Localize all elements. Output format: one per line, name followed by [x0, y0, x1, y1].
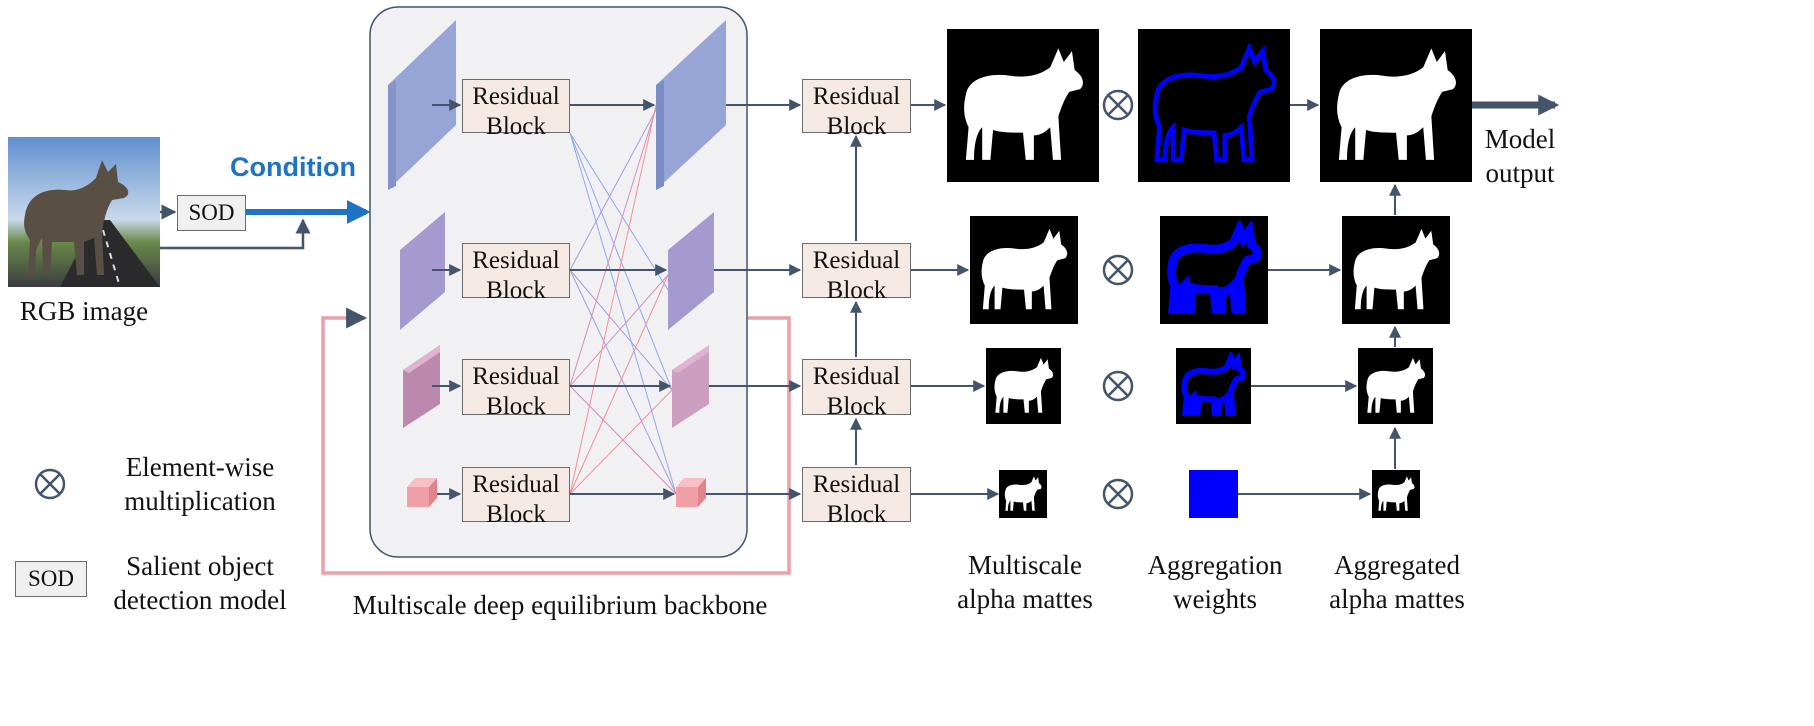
backbone-input-arrows: [432, 99, 462, 500]
caption-line-1: Aggregated: [1334, 550, 1460, 580]
aggregation-weight-scale-1: [1138, 29, 1290, 182]
feedback-loop: [321, 307, 791, 575]
block-line-2: Block: [826, 113, 887, 140]
backbone-residual-block-4: Residual Block: [462, 467, 570, 528]
rgb-image-caption: RGB image: [19, 296, 149, 326]
aggregated-matte-scale-2: [1342, 216, 1450, 324]
multiscale-mattes-caption: Multiscale alpha mattes: [940, 546, 1110, 618]
output-feature-map-scale-1: [656, 20, 726, 190]
legend-multiply-icon: [34, 468, 66, 500]
backbone-caption: Multiscale deep equilibrium backbone: [352, 590, 768, 620]
backbone-residual-block-1: Residual Block: [462, 79, 570, 140]
legend-line-2: detection model: [113, 585, 287, 615]
sod-box: SOD: [177, 195, 246, 231]
block-line-1: Residual: [472, 83, 560, 110]
decoder-residual-block-1: Residual Block: [802, 79, 911, 140]
legend-multiply-text: Element-wise multiplication: [100, 448, 300, 520]
block-line-2: Block: [826, 393, 887, 420]
block-line-2: Block: [486, 113, 546, 140]
alpha-matte-scale-1: [947, 29, 1099, 182]
rgb-image: [8, 137, 160, 288]
legend-line-2: multiplication: [124, 486, 276, 516]
image-to-backbone-arrow: [160, 218, 311, 250]
output-line-1: Model: [1484, 124, 1556, 154]
block-line-2: Block: [486, 277, 546, 304]
caption-line-2: weights: [1173, 584, 1257, 614]
weights-to-aggregated-arrows: [1238, 99, 1372, 500]
block-line-1: Residual: [472, 247, 560, 274]
legend-sod-text: Salient object detection model: [100, 547, 300, 619]
legend-line-1: Salient object: [126, 551, 274, 581]
block-line-1: Residual: [812, 83, 901, 110]
input-feature-map-scale-2: [400, 212, 445, 330]
output-feature-map-scale-2: [668, 212, 714, 330]
decoder-residual-block-3: Residual Block: [802, 359, 911, 420]
input-feature-map-scale-3: [403, 345, 440, 428]
output-line-2: output: [1485, 158, 1555, 188]
multiply-icon: [1102, 478, 1134, 510]
backbone-to-decoder-arrows: [706, 99, 802, 500]
block-line-1: Residual: [812, 247, 901, 274]
aggregation-weight-scale-4: [1189, 470, 1238, 518]
block-line-2: Block: [486, 501, 546, 528]
input-feature-map-scale-1: [388, 20, 456, 190]
aggregated-mattes-caption: Aggregated alpha mattes: [1312, 546, 1482, 618]
output-feature-map-scale-4: [676, 478, 706, 507]
block-line-1: Residual: [472, 471, 560, 498]
alpha-matte-scale-3: [986, 348, 1061, 424]
multiply-icon: [1102, 89, 1134, 121]
aggregated-matte-scale-3: [1358, 348, 1433, 424]
caption-line-2: alpha mattes: [1329, 584, 1465, 614]
block-line-1: Residual: [472, 363, 560, 390]
block-line-1: Residual: [812, 471, 901, 498]
aggregated-matte-scale-4: [1372, 470, 1420, 518]
multiscale-fusion-connections: [569, 104, 677, 495]
caption-line-2: alpha mattes: [957, 584, 1093, 614]
alpha-matte-scale-4: [999, 470, 1047, 518]
decoder-residual-block-2: Residual Block: [802, 243, 911, 304]
backbone-block-output-arrows: [570, 99, 676, 500]
backbone-residual-block-2: Residual Block: [462, 243, 570, 304]
caption-line-1: Aggregation: [1147, 550, 1283, 580]
block-line-2: Block: [826, 501, 887, 528]
block-line-2: Block: [486, 393, 546, 420]
multiply-icon: [1102, 254, 1134, 286]
alpha-matte-scale-2: [970, 216, 1078, 324]
caption-line-1: Multiscale: [968, 550, 1082, 580]
decoder-to-mattes-arrows: [911, 99, 1000, 500]
condition-label: Condition: [230, 152, 356, 182]
aggregation-weight-scale-3: [1176, 348, 1251, 424]
legend-sod-box: SOD: [15, 561, 87, 597]
model-output-label: Model output: [1470, 120, 1570, 192]
backbone-residual-block-3: Residual Block: [462, 359, 570, 420]
legend-line-1: Element-wise: [125, 452, 275, 482]
aggregation-weights-caption: Aggregation weights: [1130, 546, 1300, 618]
block-line-2: Block: [826, 277, 887, 304]
input-feature-map-scale-4: [407, 478, 437, 507]
block-line-1: Residual: [812, 363, 901, 390]
output-feature-map-scale-3: [672, 345, 709, 428]
aggregated-matte-scale-1: [1320, 29, 1472, 182]
aggregation-weight-scale-2: [1160, 216, 1268, 324]
decoder-residual-block-4: Residual Block: [802, 467, 911, 528]
multiply-icon: [1102, 370, 1134, 402]
